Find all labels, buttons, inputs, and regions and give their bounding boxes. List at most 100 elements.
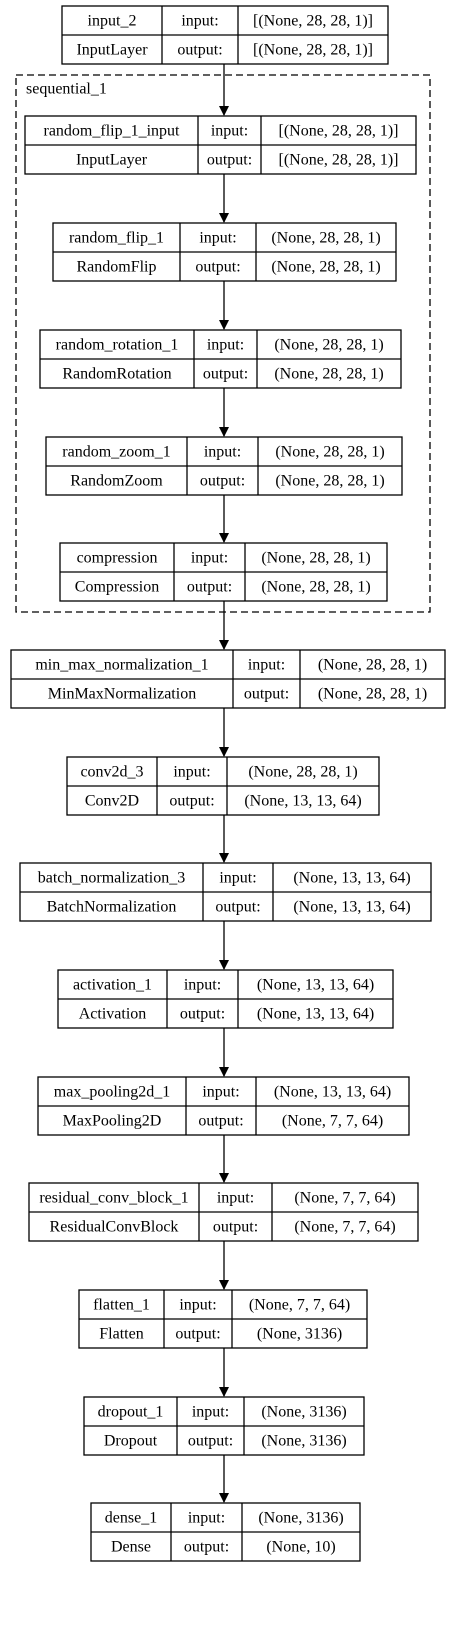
layer-type: Activation <box>79 1006 147 1023</box>
layer-type: InputLayer <box>76 42 148 59</box>
output-label: output: <box>188 1433 233 1450</box>
input-label: input: <box>211 123 248 140</box>
output-shape: (None, 28, 28, 1) <box>271 259 380 276</box>
layer-type: RandomZoom <box>70 473 163 490</box>
sequential-cluster: sequential_1 <box>15 74 431 613</box>
output-shape: (None, 13, 13, 64) <box>244 793 361 810</box>
input-shape: (None, 28, 28, 1) <box>275 444 384 461</box>
output-shape: (None, 28, 28, 1) <box>274 366 383 383</box>
layer-type: MaxPooling2D <box>63 1113 162 1130</box>
layer-name: flatten_1 <box>93 1297 150 1314</box>
output-label: output: <box>207 152 252 169</box>
input-label: input: <box>192 1404 229 1421</box>
input-shape: (None, 3136) <box>258 1510 343 1527</box>
output-shape: (None, 3136) <box>257 1326 342 1343</box>
layer-name: dense_1 <box>105 1510 157 1527</box>
layer-type: Dropout <box>104 1433 158 1450</box>
layer-name: max_pooling2d_1 <box>54 1084 170 1101</box>
input-shape: (None, 7, 7, 64) <box>249 1297 350 1314</box>
layer-name: dropout_1 <box>98 1404 164 1421</box>
input-shape: (None, 3136) <box>261 1404 346 1421</box>
output-label: output: <box>244 686 289 703</box>
layer-name: random_zoom_1 <box>62 444 170 461</box>
input-shape: (None, 13, 13, 64) <box>274 1084 391 1101</box>
layer-type: Compression <box>75 579 159 596</box>
input-shape: (None, 28, 28, 1) <box>271 230 380 247</box>
layer-name: random_rotation_1 <box>56 337 179 354</box>
layer-type: MinMaxNormalization <box>48 686 196 703</box>
input-label: input: <box>217 1190 254 1207</box>
layer-type: ResidualConvBlock <box>50 1219 179 1236</box>
layer-type: RandomFlip <box>76 259 156 276</box>
layer-node-min-max-normalization-1: min_max_normalization_1MinMaxNormalizati… <box>10 649 446 709</box>
output-label: output: <box>198 1113 243 1130</box>
output-label: output: <box>195 259 240 276</box>
output-shape: (None, 28, 28, 1) <box>275 473 384 490</box>
layer-name: random_flip_1 <box>69 230 164 247</box>
output-shape: (None, 3136) <box>261 1433 346 1450</box>
input-shape: (None, 28, 28, 1) <box>318 657 427 674</box>
layer-name: activation_1 <box>73 977 152 994</box>
input-shape: (None, 13, 13, 64) <box>257 977 374 994</box>
output-label: output: <box>169 793 214 810</box>
input-label: input: <box>191 550 228 567</box>
output-label: output: <box>180 1006 225 1023</box>
layer-type: Flatten <box>99 1326 143 1343</box>
layer-name: conv2d_3 <box>80 764 143 781</box>
input-shape: (None, 28, 28, 1) <box>274 337 383 354</box>
input-label: input: <box>199 230 236 247</box>
output-shape: (None, 7, 7, 64) <box>294 1219 395 1236</box>
input-label: input: <box>179 1297 216 1314</box>
layer-node-batch-normalization-3: batch_normalization_3BatchNormalizationi… <box>19 862 432 922</box>
output-shape: (None, 28, 28, 1) <box>318 686 427 703</box>
output-shape: (None, 13, 13, 64) <box>293 899 410 916</box>
layer-name: compression <box>77 550 158 567</box>
output-shape: (None, 13, 13, 64) <box>257 1006 374 1023</box>
output-label: output: <box>184 1539 229 1556</box>
output-shape: [(None, 28, 28, 1)] <box>253 42 373 59</box>
layer-type: Conv2D <box>85 793 139 810</box>
input-shape: [(None, 28, 28, 1)] <box>253 13 373 30</box>
input-shape: (None, 28, 28, 1) <box>261 550 370 567</box>
layer-type: Dense <box>111 1539 151 1556</box>
output-shape: (None, 10) <box>266 1539 335 1556</box>
input-label: input: <box>248 657 285 674</box>
input-label: input: <box>219 870 256 887</box>
input-shape: [(None, 28, 28, 1)] <box>279 123 399 140</box>
output-label: output: <box>203 366 248 383</box>
output-label: output: <box>177 42 222 59</box>
sequential-cluster-label: sequential_1 <box>26 81 107 98</box>
output-shape: (None, 28, 28, 1) <box>261 579 370 596</box>
input-label: input: <box>202 1084 239 1101</box>
layer-type: InputLayer <box>76 152 148 169</box>
layer-name: batch_normalization_3 <box>38 870 186 887</box>
input-label: input: <box>204 444 241 461</box>
layer-name: residual_conv_block_1 <box>39 1190 188 1207</box>
output-label: output: <box>215 899 260 916</box>
layer-name: random_flip_1_input <box>44 123 181 140</box>
output-shape: (None, 7, 7, 64) <box>282 1113 383 1130</box>
input-shape: (None, 28, 28, 1) <box>248 764 357 781</box>
output-label: output: <box>187 579 232 596</box>
input-label: input: <box>181 13 218 30</box>
layer-type: RandomRotation <box>62 366 171 383</box>
output-label: output: <box>200 473 245 490</box>
output-label: output: <box>213 1219 258 1236</box>
input-shape: (None, 13, 13, 64) <box>293 870 410 887</box>
input-label: input: <box>173 764 210 781</box>
layer-name: min_max_normalization_1 <box>35 657 208 674</box>
output-label: output: <box>175 1326 220 1343</box>
input-label: input: <box>184 977 221 994</box>
